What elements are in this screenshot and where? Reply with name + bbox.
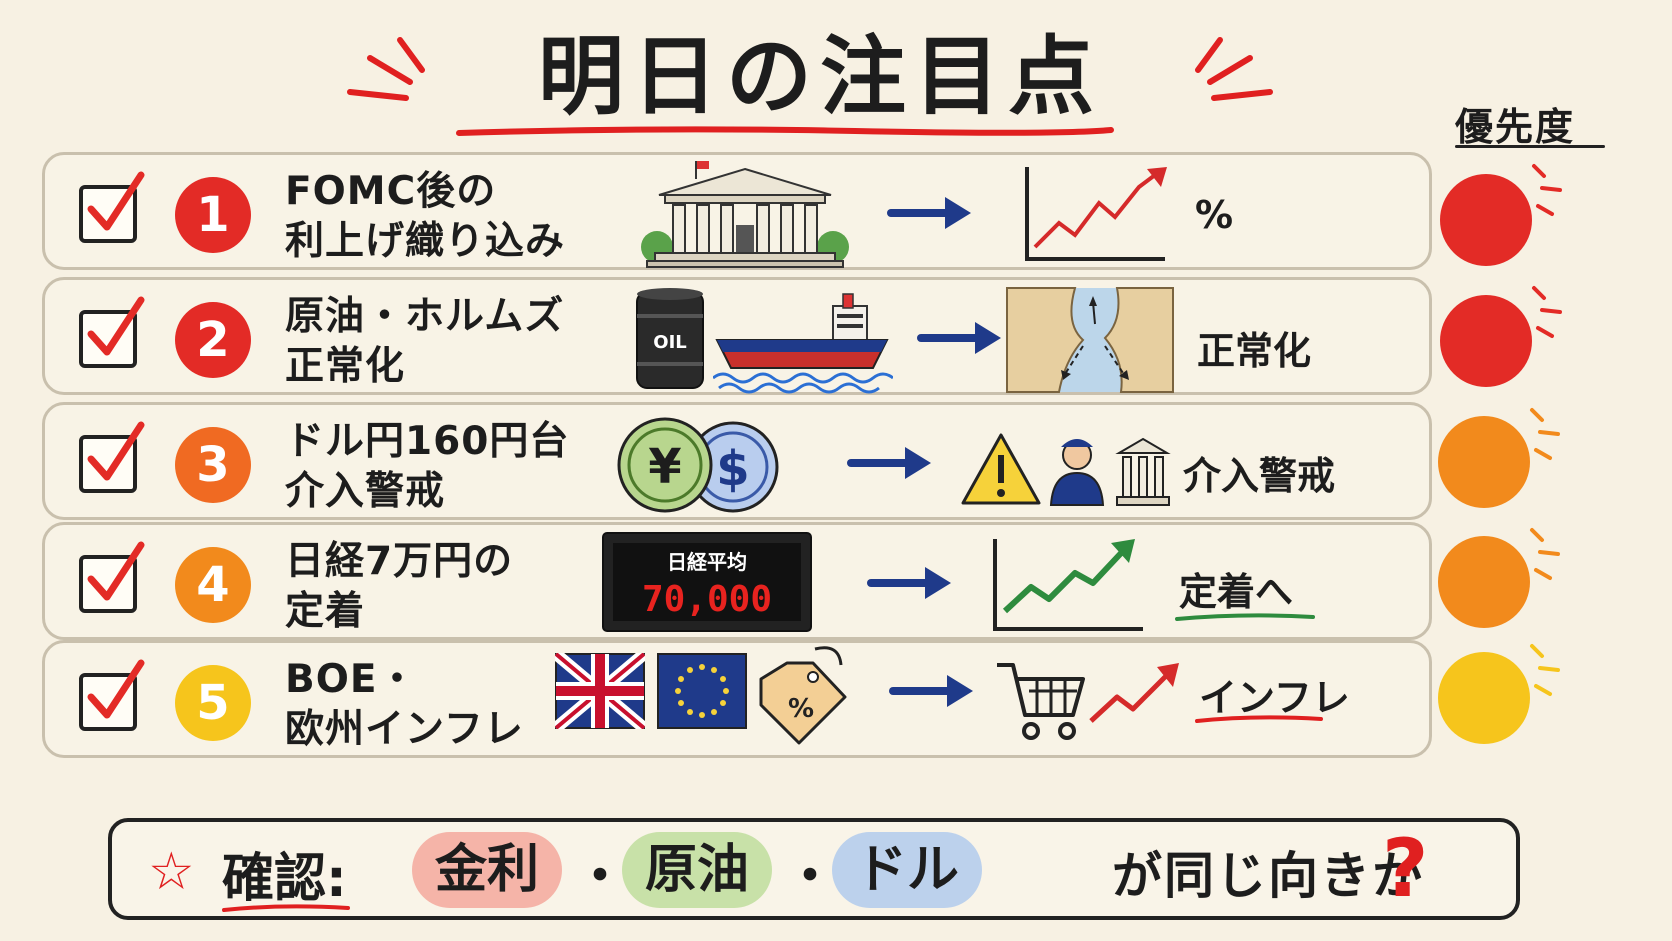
row-5: 5 BOE・ 欧州インフレ % インフレ: [42, 640, 1432, 758]
pill-interest: 金利: [412, 832, 562, 908]
priority-dot-5: [1438, 652, 1530, 744]
oil-tanker-icon: [713, 293, 893, 394]
check-mark-icon: [87, 659, 145, 719]
checkbox[interactable]: [79, 421, 145, 493]
result-text: %: [1195, 193, 1234, 237]
oil-barrel-icon: OIL: [636, 288, 704, 389]
priority-dot-1: [1440, 174, 1532, 266]
priority-rays-icon: [1530, 408, 1560, 460]
board-title: 日経平均: [667, 550, 747, 574]
priority-header: 優先度: [1455, 105, 1576, 149]
row-label-line1: ドル円160円台: [285, 419, 570, 464]
cart-rising-arrow-icon: [997, 663, 1179, 740]
coin-dollar-text: $: [716, 441, 749, 497]
row-label: 原油・ホルムズ 正常化: [285, 292, 645, 392]
arrow-right-icon: [887, 197, 971, 229]
row-4: 4 日経7万円の 定着 日経平均 70,000 定着へ: [42, 522, 1432, 640]
confirm-label: 確認:: [222, 849, 347, 909]
number-badge: 4: [175, 547, 251, 623]
row-3: 3 ドル円160円台 介入警戒 $ ¥ 介入警戒: [42, 402, 1432, 520]
result-underline: [1195, 715, 1323, 723]
board-value: 70,000: [642, 579, 772, 620]
row-label: ドル円160円台 介入警戒: [285, 417, 645, 517]
row-1: 1 FOMC後の 利上げ織り込み %: [42, 152, 1432, 270]
row-label-line2: 正常化: [285, 344, 406, 389]
checkbox[interactable]: [79, 296, 145, 368]
result-text: 正常化: [1197, 329, 1312, 373]
priority-rays-icon: [1532, 286, 1562, 338]
check-mark-icon: [87, 296, 145, 356]
number-badge: 2: [175, 302, 251, 378]
priority-dot-4: [1438, 536, 1530, 628]
number-badge: 1: [175, 177, 251, 253]
confirm-tail-text: が同じ向きか: [1112, 847, 1424, 905]
row-label: FOMC後の 利上げ織り込み: [285, 167, 645, 267]
row-label-line2: 介入警戒: [285, 469, 446, 514]
burst-right-icon: [1195, 37, 1273, 101]
separator: ・: [784, 847, 837, 907]
barrel-text: OIL: [653, 332, 686, 353]
checkbox[interactable]: [79, 541, 145, 613]
arrow-right-icon: [917, 322, 1001, 354]
number-badge: 5: [175, 665, 251, 741]
row-label: BOE・ 欧州インフレ: [285, 655, 645, 755]
rising-green-chart-icon: [993, 539, 1143, 631]
arrow-right-icon: [889, 675, 973, 707]
row-label-line2: 利上げ織り込み: [285, 219, 566, 264]
coin-yen-text: ¥: [648, 439, 681, 495]
separator: ・: [574, 847, 627, 907]
priority-dot-3: [1438, 416, 1530, 508]
burst-left-icon: [347, 37, 425, 101]
row-label-line1: 原油・ホルムズ: [285, 294, 565, 339]
priority-rays-icon: [1530, 528, 1560, 580]
stock-board-icon: 日経平均 70,000: [602, 532, 812, 632]
result-underline: [1175, 613, 1315, 621]
priority-rays-icon: [1530, 644, 1560, 696]
result-text: 介入警戒: [1183, 454, 1336, 498]
confirm-box: ☆ 確認: 金利 ・ 原油 ・ ドル が同じ向きか ?: [108, 818, 1520, 920]
confirm-underline: [222, 904, 350, 912]
pill-dollar: ドル: [832, 832, 982, 908]
star-icon: ☆: [148, 842, 195, 902]
arrow-right-icon: [867, 567, 951, 599]
result-text: インフレ: [1199, 676, 1350, 720]
bank-building-icon: [641, 161, 849, 268]
row-label-line1: BOE・: [285, 657, 418, 702]
question-mark-icon: ?: [1382, 822, 1429, 915]
priority-dot-2: [1440, 295, 1532, 387]
priority-header-underline: [1455, 145, 1605, 148]
row-2: 2 原油・ホルムズ 正常化 OIL 正常化: [42, 277, 1432, 395]
title-area: 明日の注目点 優先度: [0, 0, 1672, 150]
strait-map-icon: [1006, 287, 1174, 393]
title-underline: [456, 126, 1114, 136]
check-mark-icon: [87, 171, 145, 231]
arrow-right-icon: [847, 447, 931, 479]
eu-flag-icon: [657, 653, 747, 729]
row-label-line1: 日経7万円の: [285, 539, 514, 584]
row-label: 日経7万円の 定着: [285, 537, 645, 637]
pill-oil: 原油: [622, 832, 772, 908]
price-tag-icon: %: [759, 646, 847, 745]
tag-text: %: [788, 694, 814, 724]
row-label-line1: FOMC後の: [285, 169, 497, 214]
warning-official-bank-icon: [961, 433, 1171, 506]
number-badge: 3: [175, 427, 251, 503]
result-text: 定着へ: [1179, 570, 1294, 614]
priority-rays-icon: [1532, 164, 1562, 216]
yen-dollar-coins-icon: $ ¥: [617, 417, 779, 513]
row-label-line2: 定着: [285, 589, 366, 634]
page-title: 明日の注目点: [538, 27, 1102, 127]
rising-line-chart-icon: [1025, 167, 1167, 261]
uk-flag-icon: [555, 653, 645, 729]
check-mark-icon: [87, 541, 145, 601]
check-mark-icon: [87, 421, 145, 481]
checkbox[interactable]: [79, 659, 145, 731]
checkbox[interactable]: [79, 171, 145, 243]
row-label-line2: 欧州インフレ: [285, 707, 524, 752]
